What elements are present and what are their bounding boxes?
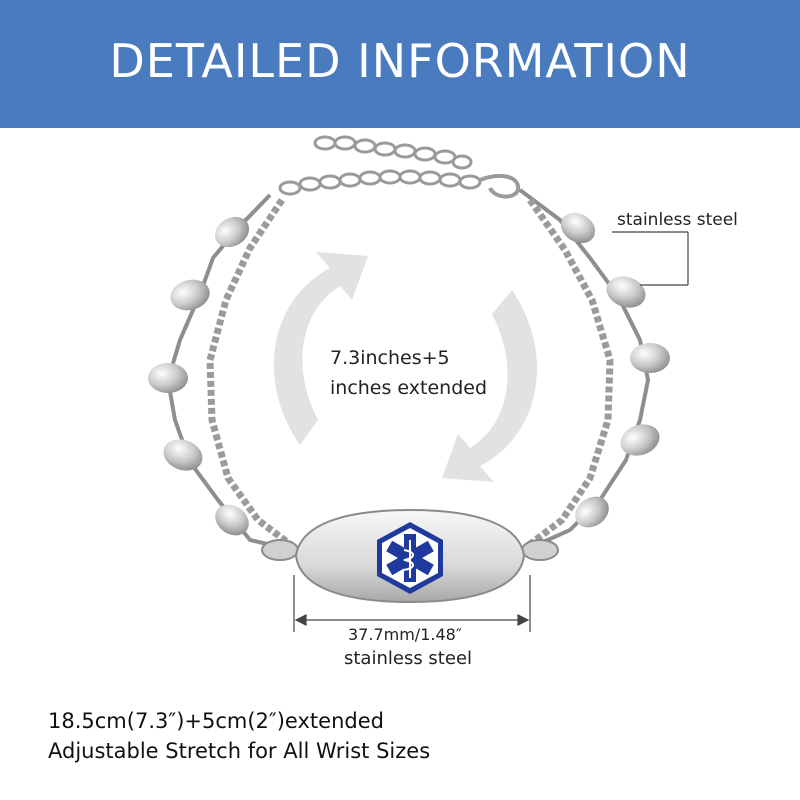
tag-width-label: 37.7mm/1.48″ — [348, 625, 462, 644]
chain-material-leader — [612, 231, 689, 286]
right-heart-chain — [518, 188, 670, 550]
tag-width-dimension — [293, 575, 531, 632]
header-banner: DETAILED INFORMATION — [0, 0, 800, 128]
right-clasp — [521, 539, 559, 561]
bracelet-length-line-1: 7.3inches+5 — [330, 347, 450, 369]
left-curb-chain — [206, 198, 298, 551]
left-clasp — [261, 539, 299, 561]
chain-material-label: stainless steel — [617, 210, 738, 230]
bracelet-length-line-2: inches extended — [330, 377, 488, 399]
size-spec-line: 18.5cm(7.3″)+5cm(2″)extended — [48, 709, 384, 733]
extension-chain — [278, 135, 521, 199]
bracelet-length-label: 7.3inches+5 inches extended — [330, 343, 487, 403]
rotate-arrows-icon — [273, 252, 538, 482]
page-title: DETAILED INFORMATION — [109, 34, 691, 88]
medical-star-of-life-icon — [377, 522, 443, 594]
right-curb-chain — [522, 197, 614, 551]
left-heart-chain — [148, 193, 286, 550]
adjustable-note: Adjustable Stretch for All Wrist Sizes — [48, 739, 431, 763]
size-description: 18.5cm(7.3″)+5cm(2″)extended Adjustable … — [48, 706, 430, 766]
tag-material-label: stainless steel — [344, 648, 473, 669]
